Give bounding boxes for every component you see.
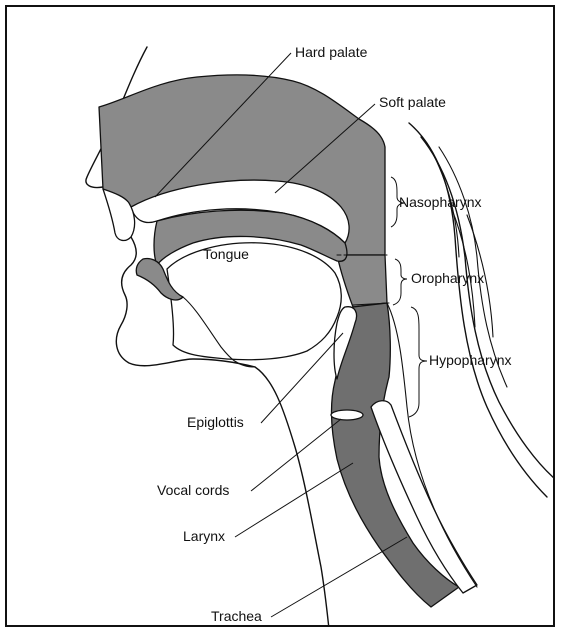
trachea-leader <box>271 537 407 617</box>
larynx-label: Larynx <box>183 528 225 544</box>
vocal-cords-shape <box>331 410 363 420</box>
hard-palate-label: Hard palate <box>295 44 368 60</box>
oropharynx-label: Oropharynx <box>411 270 484 286</box>
vocal-cords-leader <box>251 419 341 491</box>
neck-front-line <box>255 367 329 627</box>
spine-curve-4 <box>439 147 507 387</box>
spine-curve-2 <box>421 137 555 479</box>
vocal-cords-label: Vocal cords <box>157 482 229 498</box>
hypopharynx-label: Hypopharynx <box>429 352 512 368</box>
pharyngeal-wall-upper <box>337 255 387 307</box>
hypopharynx-brace <box>409 307 427 417</box>
oropharynx-brace <box>393 259 407 305</box>
trachea-label: Trachea <box>211 608 262 624</box>
tongue-mass <box>167 243 341 360</box>
soft-palate-label: Soft palate <box>379 94 446 110</box>
epiglottis-label: Epiglottis <box>187 414 244 430</box>
larynx-leader <box>235 463 353 537</box>
spine-curve-1 <box>409 123 547 497</box>
nasopharynx-label: Nasopharynx <box>399 194 482 210</box>
tongue-label: Tongue <box>203 246 249 262</box>
pharynx-anatomy-diagram: Hard palate Soft palate Nasopharynx Orop… <box>7 7 555 627</box>
diagram-frame: Hard palate Soft palate Nasopharynx Orop… <box>5 5 555 627</box>
